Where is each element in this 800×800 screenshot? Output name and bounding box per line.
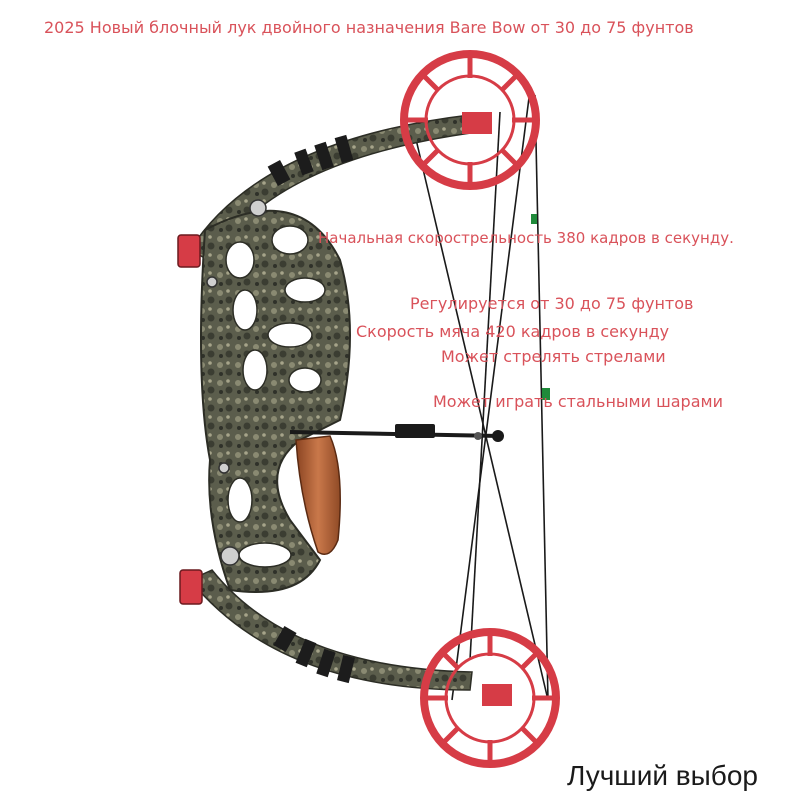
upper-cam <box>400 50 540 190</box>
wooden-grip <box>295 435 341 555</box>
arrow-rest <box>289 424 504 442</box>
feature-shoots-steel-balls: Может играть стальными шарами <box>433 392 723 411</box>
lower-cam <box>420 628 560 768</box>
limb-pockets <box>177 234 203 605</box>
feature-initial-speed: Начальная скорострельность 380 кадров в … <box>318 229 734 247</box>
watermark: Лучший выбор <box>567 760 758 791</box>
feature-ball-speed: Скорость мяча 420 кадров в секунду <box>356 322 670 341</box>
feature-adjustable-weight: Регулируется от 30 до 75 фунтов <box>410 294 694 313</box>
feature-shoots-arrows: Может стрелять стрелами <box>441 347 666 366</box>
product-title: 2025 Новый блочный лук двойного назначен… <box>44 18 694 37</box>
lower-limb <box>188 569 473 691</box>
string-silencers <box>531 214 550 400</box>
bow-strings <box>414 89 549 701</box>
riser <box>200 199 351 593</box>
